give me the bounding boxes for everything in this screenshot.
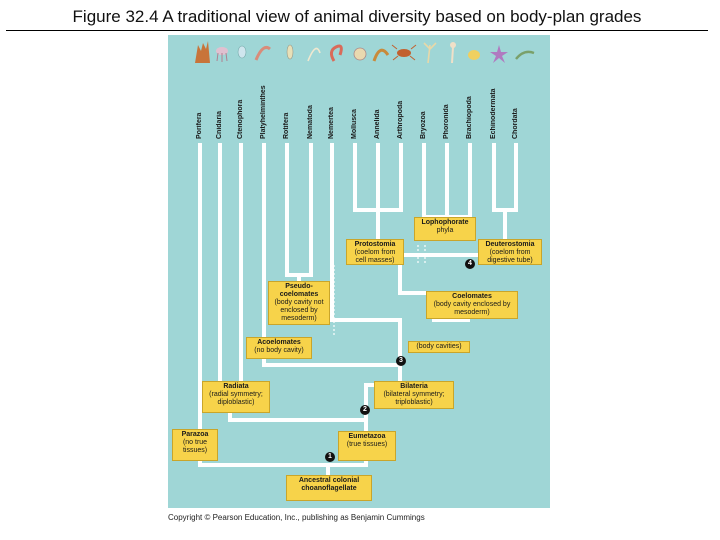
phylum-mollusca: Mollusca bbox=[351, 109, 358, 139]
animal-illustrations bbox=[195, 41, 535, 64]
phylum-nemertea: Nemertea bbox=[328, 107, 335, 139]
coelomates-title: Coelomates bbox=[452, 293, 492, 300]
annelid-illustration bbox=[372, 48, 390, 62]
lophophorate-desc: phyla bbox=[436, 227, 454, 234]
parazoa-box: Parazoa (no true tissues) bbox=[172, 429, 218, 461]
radiata-title: Radiata bbox=[223, 383, 249, 390]
phylum-arthropoda: Arthropoda bbox=[397, 100, 404, 139]
copyright-note: Copyright © Pearson Education, Inc., pub… bbox=[168, 513, 425, 522]
node-2-marker: 2 bbox=[360, 405, 370, 415]
lophophorate-box: Lophophorate phyla bbox=[414, 217, 476, 241]
nematode-illustration bbox=[307, 47, 321, 62]
phylogeny-figure: Porifera Cnidaria Ctenophora Platyhelmin… bbox=[168, 35, 550, 508]
sponge-illustration bbox=[195, 41, 210, 63]
phylum-platyhelminthes: Platyhelminthes bbox=[260, 85, 267, 139]
parazoa-title: Parazoa bbox=[181, 431, 209, 438]
phylum-nematoda: Nematoda bbox=[307, 105, 314, 139]
rotifer-illustration bbox=[286, 44, 294, 60]
phylum-bryozoa: Bryozoa bbox=[420, 111, 427, 139]
coelomates-box: Coelomates (body cavity enclosed by meso… bbox=[426, 291, 518, 319]
phylum-annelida: Annelida bbox=[374, 109, 381, 139]
lophophorate-title: Lophophorate bbox=[421, 219, 469, 226]
eumetazoa-box: Eumetazoa (true tissues) bbox=[338, 431, 396, 461]
pseudocoelomates-desc: (body cavity not enclosed by mesoderm) bbox=[274, 299, 324, 322]
nemertean-illustration bbox=[329, 44, 343, 62]
radiata-box: Radiata (radial symmetry; diploblastic) bbox=[202, 381, 270, 413]
sea-star-illustration bbox=[490, 45, 508, 63]
phylum-chordata: Chordata bbox=[512, 108, 519, 139]
phylum-rotifera: Rotifera bbox=[283, 112, 290, 139]
phylum-brachiopoda: Brachiopoda bbox=[466, 96, 473, 139]
bilateria-box: Bilateria (bilateral symmetry; triplobla… bbox=[374, 381, 454, 409]
comb-jelly-illustration bbox=[237, 45, 247, 59]
chordate-illustration bbox=[515, 50, 535, 60]
bilateria-title: Bilateria bbox=[400, 383, 428, 390]
phylum-phoronida: Phoronida bbox=[443, 104, 450, 139]
ancestor-box: Ancestral colonial choanoflagellate bbox=[286, 475, 372, 501]
protostomia-box: Protostomia (coelom from cell masses) bbox=[346, 239, 404, 265]
arthropod-illustration bbox=[391, 44, 417, 61]
node-1-marker: 1 bbox=[325, 452, 335, 462]
pseudocoelomates-box: Pseudo-coelomates (body cavity not enclo… bbox=[268, 281, 330, 325]
phylum-ctenophora: Ctenophora bbox=[237, 99, 244, 139]
acoelomates-desc: (no body cavity) bbox=[254, 347, 304, 354]
radiata-desc: (radial symmetry; diploblastic) bbox=[209, 391, 263, 406]
phylum-porifera: Porifera bbox=[196, 112, 203, 139]
node-4-marker: 4 bbox=[465, 259, 475, 269]
pseudocoelomates-title: Pseudo-coelomates bbox=[279, 283, 319, 298]
jellyfish-illustration bbox=[216, 47, 228, 62]
deuterostomia-title: Deuterostomia bbox=[485, 241, 535, 248]
mollusc-illustration bbox=[353, 47, 367, 61]
deuterostomia-desc: (coelom from digestive tube) bbox=[487, 249, 533, 264]
eumetazoa-title: Eumetazoa bbox=[348, 433, 386, 440]
bilateria-desc: (bilateral symmetry; triploblastic) bbox=[383, 391, 445, 406]
body-cavities-box: (body cavities) bbox=[408, 341, 470, 353]
ancestor-title: Ancestral colonial choanoflagellate bbox=[298, 477, 360, 492]
acoelomates-title: Acoelomates bbox=[257, 339, 301, 346]
protostomia-title: Protostomia bbox=[354, 241, 396, 248]
slide-title: Figure 32.4 A traditional view of animal… bbox=[6, 6, 708, 31]
node-3-marker: 3 bbox=[396, 356, 406, 366]
body-cavities-desc: (body cavities) bbox=[416, 343, 462, 350]
brachiopod-illustration bbox=[468, 50, 480, 60]
eumetazoa-desc: (true tissues) bbox=[346, 441, 388, 448]
protostomia-desc: (coelom from cell masses) bbox=[354, 249, 396, 264]
bryozoan-illustration bbox=[423, 42, 437, 64]
parazoa-desc: (no true tissues) bbox=[182, 439, 208, 454]
flatworm-illustration bbox=[254, 45, 271, 61]
phylum-cnidaria: Cnidaria bbox=[216, 110, 223, 139]
phoronid-illustration bbox=[450, 42, 456, 64]
phylum-echinodermata: Echinodermata bbox=[490, 88, 497, 139]
coelomates-desc: (body cavity enclosed by mesoderm) bbox=[433, 301, 511, 316]
deuterostomia-box: Deuterostomia (coelom from digestive tub… bbox=[478, 239, 542, 265]
acoelomates-box: Acoelomates (no body cavity) bbox=[246, 337, 312, 359]
